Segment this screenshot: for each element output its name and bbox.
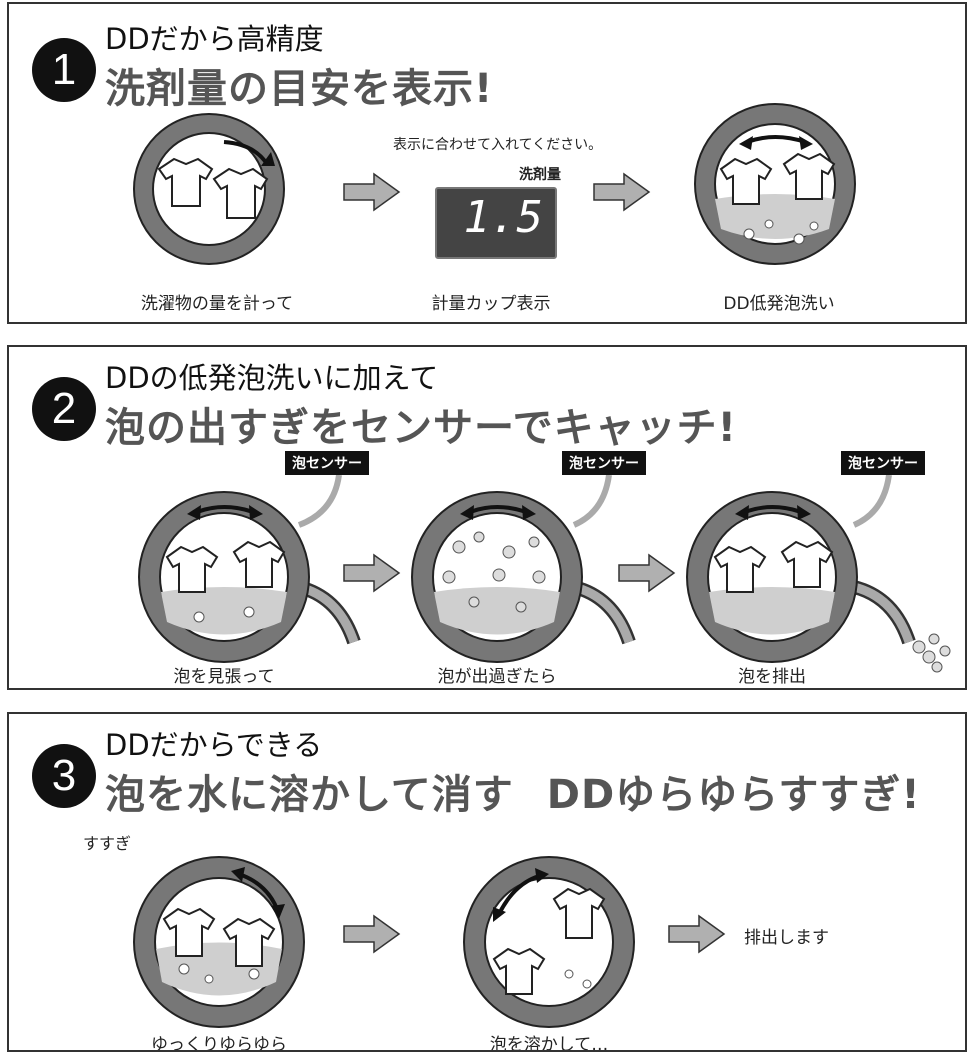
rotation-arrow-icon xyxy=(744,505,802,514)
step-title: 泡を水に溶かして消す DDゆらゆらすすぎ! xyxy=(105,762,921,820)
right-arrow-icon xyxy=(618,553,676,593)
caption-cup-display: 計量カップ表示 xyxy=(431,294,551,314)
rotation-arrow-icon xyxy=(223,140,269,166)
shirt-icon xyxy=(780,540,834,588)
drum-icon xyxy=(133,113,285,265)
shirt-icon xyxy=(782,152,836,200)
bubble-icon xyxy=(532,570,546,584)
caption-dissolve-foam: 泡を溶かして… xyxy=(489,1035,609,1052)
bubble-icon xyxy=(528,536,540,548)
bubble-icon xyxy=(452,540,466,554)
bubble-icon xyxy=(809,221,819,231)
step-title-tail: DDゆらゆらすすぎ! xyxy=(546,772,921,818)
bubble-icon xyxy=(564,969,574,979)
panel-step-3: 3 DDだからできる 泡を水に溶かして消す DDゆらゆらすすぎ! すすぎ xyxy=(7,712,967,1052)
step-title: 泡の出すぎをセンサーでキャッチ! xyxy=(105,405,737,451)
sensor-hose-icon xyxy=(852,474,916,645)
panel-step-2: 2 DDの低発泡洗いに加えて 泡の出すぎをセンサーでキャッチ! xyxy=(7,345,967,690)
shirt-icon xyxy=(719,157,773,205)
shirt-icon xyxy=(552,887,606,939)
shirt-icon xyxy=(232,540,286,588)
bubble-icon xyxy=(582,979,592,989)
caption-excess-foam: 泡が出過ぎたら xyxy=(437,667,557,687)
bubble-icon xyxy=(248,968,260,980)
bubble-icon xyxy=(502,545,516,559)
bubble-icon xyxy=(492,568,506,582)
bubble-icon xyxy=(793,233,805,245)
bubble-icon xyxy=(515,601,527,613)
rotation-arrow-icon xyxy=(238,872,279,910)
shirt-icon xyxy=(713,545,767,593)
drum-icon xyxy=(463,856,635,1028)
step-1-illustration xyxy=(133,103,856,265)
drum-icon xyxy=(694,103,856,265)
display-label: 洗剤量 xyxy=(519,167,561,183)
drum-icon xyxy=(686,491,858,663)
panel-step-1: 1 DDだから高精度 洗剤量の目安を表示! xyxy=(7,2,967,324)
bubble-icon xyxy=(473,531,485,543)
shirt-icon xyxy=(492,947,546,995)
step-title: 洗剤量の目安を表示! xyxy=(105,66,494,112)
bubble-icon xyxy=(912,633,951,673)
caption-low-foam-wash: DD低発泡洗い xyxy=(723,294,835,314)
step-2-illustration xyxy=(138,474,951,673)
right-arrow-icon xyxy=(343,172,401,212)
caption-drain-foam: 泡を排出 xyxy=(738,667,806,687)
foam-sensor-label: 泡センサー xyxy=(285,451,369,475)
bubble-icon xyxy=(178,963,190,975)
measure-display: 1.5 xyxy=(435,187,557,259)
step-number-badge: 1 xyxy=(32,38,96,102)
rinse-label: すすぎ xyxy=(83,834,132,853)
display-instruction: 表示に合わせて入れてください。 xyxy=(393,137,603,153)
shirt-icon xyxy=(157,157,214,207)
rotation-arrow-icon xyxy=(469,505,527,514)
shirt-icon xyxy=(162,907,216,957)
bubble-icon xyxy=(243,606,255,618)
right-arrow-icon xyxy=(343,914,401,954)
foam-sensor-label: 泡センサー xyxy=(841,451,925,475)
step-subtitle: DDだから高精度 xyxy=(105,22,324,56)
right-arrow-icon xyxy=(668,914,726,954)
step-subtitle: DDだからできる xyxy=(105,728,323,762)
caption-measure-laundry: 洗濯物の量を計って xyxy=(140,294,294,314)
step-subtitle: DDの低発泡洗いに加えて xyxy=(105,361,439,395)
step-number-badge: 3 xyxy=(32,744,96,808)
foam-sensor-label: 泡センサー xyxy=(562,451,646,475)
bubble-icon xyxy=(764,219,774,229)
sensor-hose-icon xyxy=(572,474,636,645)
drum-icon xyxy=(138,491,310,663)
drain-label: 排出します xyxy=(744,928,829,948)
shirt-icon xyxy=(222,917,276,967)
right-arrow-icon xyxy=(593,172,651,212)
drum-icon xyxy=(411,491,583,663)
bubble-icon xyxy=(204,974,214,984)
caption-gentle-sway: ゆっくりゆらゆら xyxy=(151,1035,287,1052)
caption-watch-foam: 泡を見張って xyxy=(173,667,275,687)
shirt-icon xyxy=(165,545,219,593)
rotation-arrow-icon xyxy=(196,505,254,514)
bubble-icon xyxy=(743,228,755,240)
drum-icon xyxy=(133,856,305,1028)
right-arrow-icon xyxy=(343,553,401,593)
step-number-badge: 2 xyxy=(32,377,96,441)
display-value: 1.5 xyxy=(463,192,543,243)
rotation-arrow-icon xyxy=(497,874,540,915)
step-3-illustration xyxy=(133,856,726,1028)
bubble-icon xyxy=(193,611,205,623)
step-title-main: 泡を水に溶かして消す xyxy=(105,772,514,818)
bubble-icon xyxy=(468,596,480,608)
shirt-icon xyxy=(212,167,269,219)
bubble-icon xyxy=(442,570,456,584)
